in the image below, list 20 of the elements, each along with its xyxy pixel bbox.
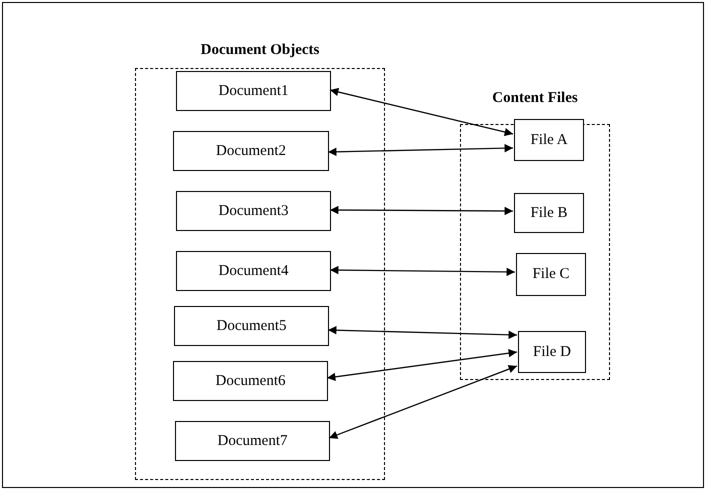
document-box: File A: [514, 119, 584, 161]
group-heading: Document Objects: [200, 41, 320, 60]
arrow: [328, 144, 514, 156]
document-box: File B: [514, 193, 584, 233]
document-box: Document6: [173, 361, 328, 401]
arrow: [330, 88, 514, 136]
arrow: [326, 348, 518, 382]
arrow: [330, 206, 513, 216]
document-box: Document1: [176, 71, 331, 111]
document-box: File D: [518, 331, 586, 373]
arrow: [330, 266, 515, 276]
arrow: [328, 365, 518, 439]
document-box: Document7: [175, 421, 330, 461]
document-box: Document4: [176, 251, 331, 291]
group-heading: Content Files: [491, 89, 579, 108]
document-box: File C: [516, 253, 586, 296]
document-box: Document2: [173, 131, 329, 171]
document-box: Document5: [174, 306, 329, 346]
arrow: [328, 326, 518, 339]
document-box: Document3: [176, 191, 331, 231]
